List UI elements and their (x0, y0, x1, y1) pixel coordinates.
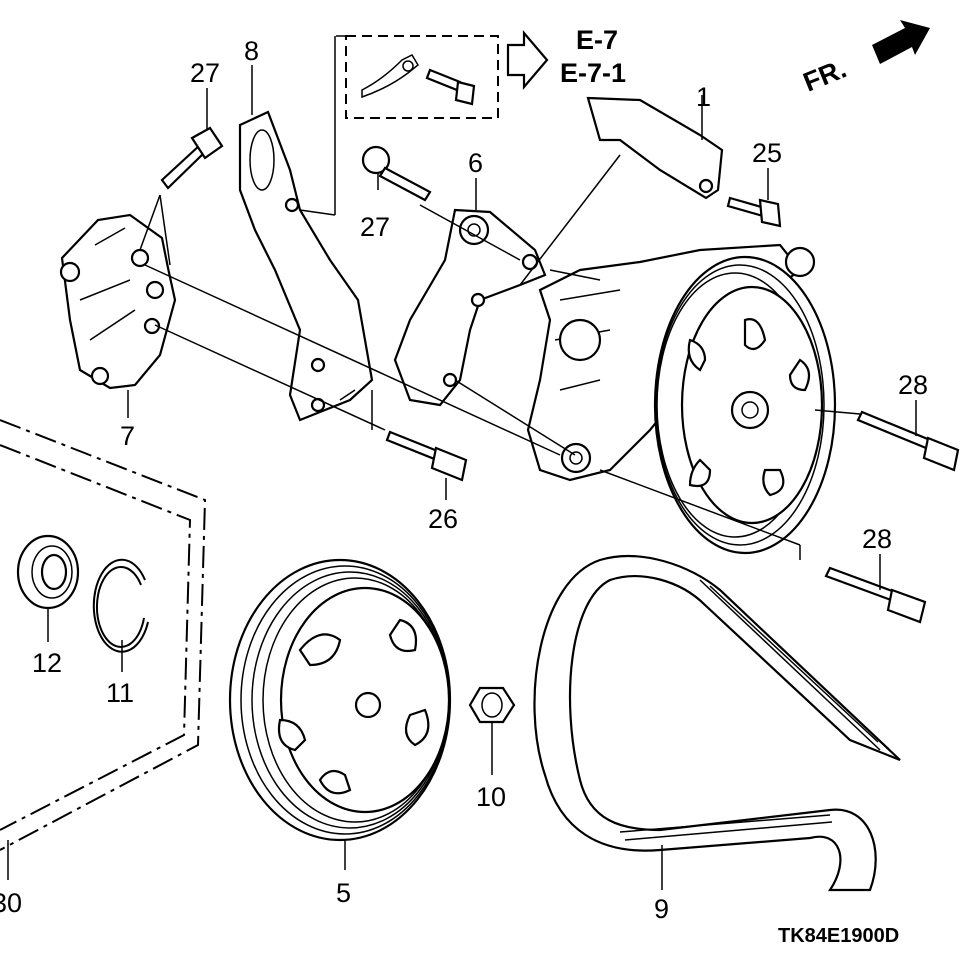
belt-9 (533, 555, 901, 892)
bolt-28-upper (856, 410, 960, 472)
callout-25: 25 (752, 138, 782, 168)
reference-e7: E-7 (576, 25, 618, 55)
bolt-27-left (160, 126, 224, 190)
callout-26: 26 (428, 504, 458, 534)
reference-e7-1: E-7-1 (560, 58, 626, 88)
bearing-12 (16, 534, 80, 610)
callout-6: 6 (468, 148, 483, 178)
front-arrow (872, 20, 930, 64)
callout-28-upper: 28 (898, 370, 928, 400)
bolt-27-middle (361, 145, 432, 202)
callout-5: 5 (336, 878, 351, 908)
callout-27-middle: 27 (360, 212, 390, 242)
reference-box (336, 35, 499, 119)
callout-8: 8 (244, 36, 259, 66)
pump-pulley (653, 255, 837, 555)
callout-30: 30 (0, 888, 22, 918)
front-label: FR. (799, 53, 851, 97)
callout-28-lower: 28 (862, 524, 892, 554)
callout-27-left: 27 (190, 58, 220, 88)
subassembly-frame (0, 419, 207, 880)
reference-arrow (506, 30, 549, 90)
bolt-28-lower (824, 566, 927, 624)
callout-11: 11 (106, 678, 134, 708)
nut-10 (468, 686, 516, 724)
diagram-code: TK84E1900D (778, 925, 899, 947)
bracket-6 (393, 208, 547, 407)
callout-12: 12 (32, 648, 62, 678)
callout-10: 10 (476, 782, 506, 812)
bracket-7 (59, 213, 177, 390)
bolt-25 (726, 196, 782, 228)
bracket-1 (586, 96, 724, 200)
pulley-5 (228, 558, 452, 842)
leader-lines (47, 65, 917, 890)
assembly-lines (139, 36, 861, 560)
callout-1: 1 (696, 82, 711, 112)
callout-7: 7 (120, 421, 135, 451)
snap-ring-11 (92, 558, 149, 653)
callout-9: 9 (654, 894, 669, 924)
bracket-8 (238, 110, 374, 422)
bolt-26 (385, 430, 468, 482)
